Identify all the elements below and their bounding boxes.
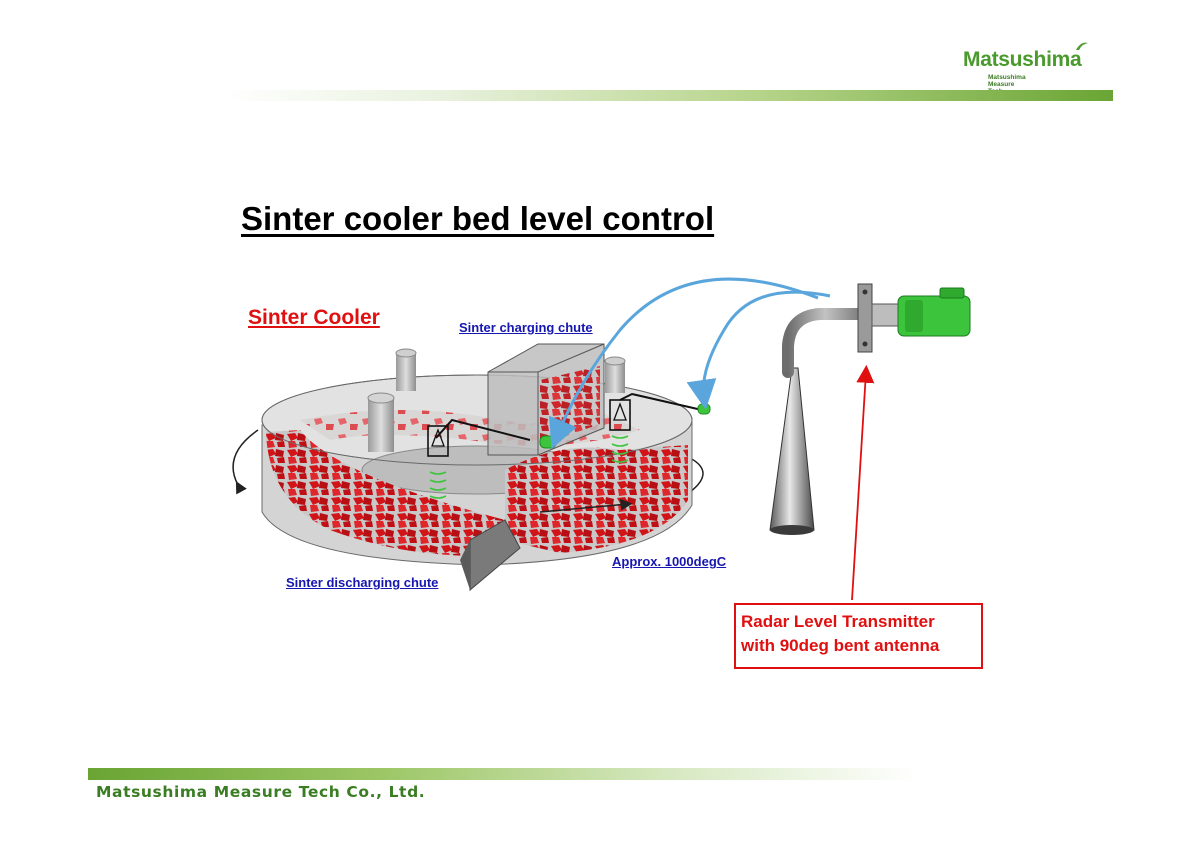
footer-gradient-bar — [88, 768, 918, 780]
radar-label-line2: with 90deg bent antenna — [741, 636, 940, 655]
level-sensor-right — [609, 392, 703, 463]
logo-swoosh-icon — [1076, 42, 1088, 50]
radar-level-transmitter — [769, 283, 971, 535]
logo-wordmark: Matsushima — [963, 48, 1082, 71]
radar-pointer-arrow — [851, 364, 875, 601]
cooler-stack — [367, 348, 626, 452]
rotation-arrow-icon — [232, 429, 704, 495]
radar-callout-box — [734, 603, 983, 669]
charging-chute-label: Sinter charging chute — [459, 320, 593, 335]
level-sensor-left — [427, 418, 531, 499]
callout-arrow — [549, 277, 831, 450]
discharging-chute-label: Sinter discharging chute — [286, 575, 439, 590]
footer-company-name: Matsushima Measure Tech Co., Ltd. — [96, 783, 426, 801]
discharging-chute — [460, 519, 521, 592]
temperature-label: Approx. 1000degC — [612, 554, 727, 569]
slide-title: Sinter cooler bed level control — [241, 200, 715, 237]
material-flow-arrow — [539, 498, 633, 513]
header-gradient-bar — [225, 90, 1113, 101]
sinter-cooler-label: Sinter Cooler — [248, 306, 380, 329]
radar-label-line1: Radar Level Transmitter — [741, 612, 935, 631]
